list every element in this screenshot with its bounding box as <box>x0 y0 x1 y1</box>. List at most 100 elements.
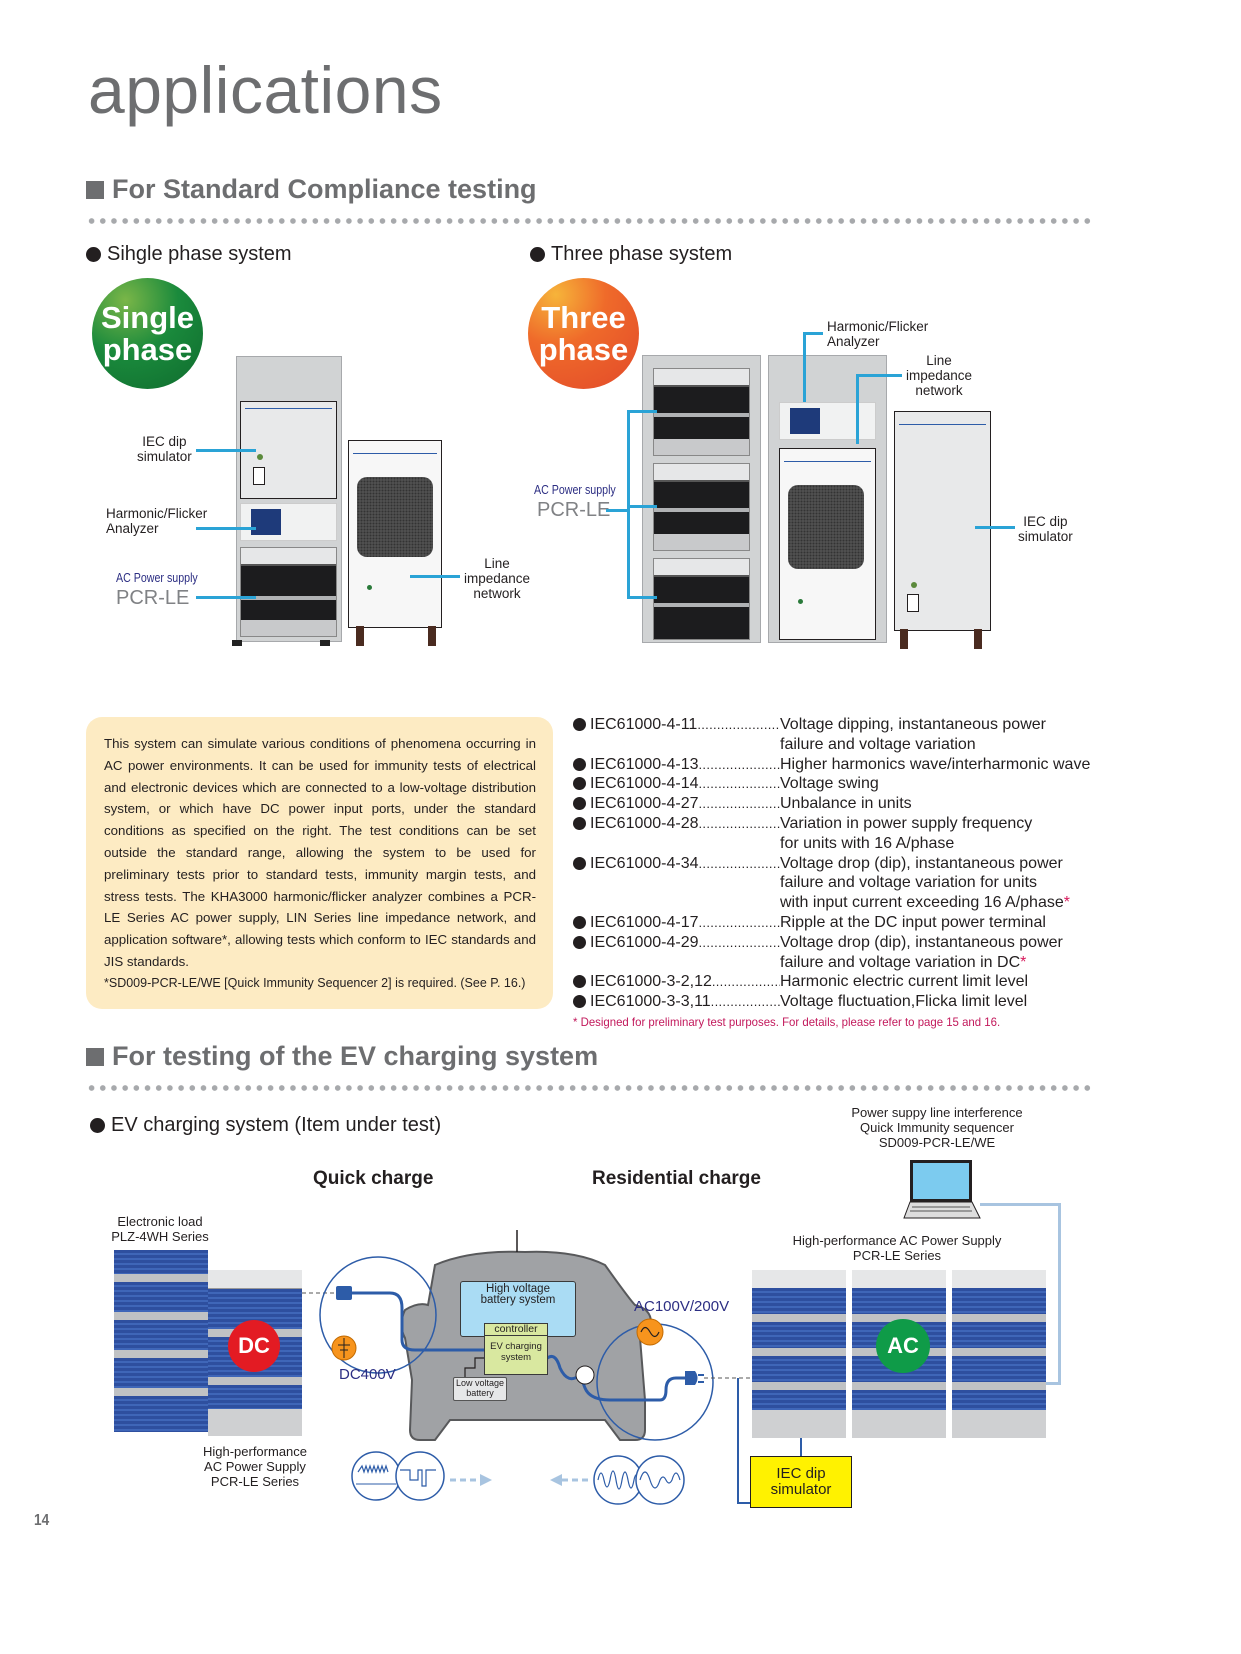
standard-description: Voltage dipping, instantaneous power <box>780 716 1046 733</box>
arrow-left-icon <box>550 1474 562 1486</box>
dc-plug-icon <box>336 1286 352 1300</box>
bullet-icon <box>573 777 586 791</box>
callout-line <box>627 410 630 598</box>
page-title: applications <box>88 53 443 127</box>
label-dc-voltage: DC400V <box>339 1366 396 1383</box>
standard-item-continuation: with input current exceeding 16 A/phase* <box>573 893 1113 913</box>
standard-code: IEC61000-3-2,12 <box>590 972 780 992</box>
standard-item-continuation: failure and voltage variation for units <box>573 873 1113 893</box>
dc-plug-zoom-circle <box>319 1256 437 1374</box>
dc-waveform-icons <box>351 1451 492 1501</box>
standard-item: IEC61000-4-13Higher harmonics wave/inter… <box>573 755 1113 775</box>
standard-description: failure and voltage variation for units <box>780 874 1038 892</box>
section-heading-text: For Standard Compliance testing <box>112 174 537 204</box>
label-residential-charge: Residential charge <box>592 1168 761 1189</box>
standard-description: Ripple at the DC input power terminal <box>780 913 1046 931</box>
callout-line <box>196 449 256 452</box>
standard-description: failure and voltage variation in DC* <box>780 953 1027 971</box>
callout-line <box>856 374 902 377</box>
three-phase-badge: Three phase <box>528 278 639 389</box>
description-box <box>86 717 553 1009</box>
description-note: *SD009-PCR-LE/WE [Quick Immunity Sequenc… <box>104 975 526 990</box>
single-phase-rack <box>236 356 342 642</box>
standard-item: IEC61000-4-17Ripple at the DC input powe… <box>573 913 1113 933</box>
standard-code: IEC61000-4-14 <box>590 774 780 794</box>
bullet-icon <box>530 247 545 262</box>
ac-cable <box>543 1354 685 1402</box>
standard-description: with input current exceeding 16 A/phase* <box>780 894 1070 912</box>
standard-item: IEC61000-4-34Voltage drop (dip), instant… <box>573 854 1113 874</box>
callout-line <box>410 575 460 578</box>
standard-code: IEC61000-4-27 <box>590 794 780 814</box>
subheading-ev-charging-system: EV charging system (Item under test) <box>90 1114 441 1137</box>
badge-line2: phase <box>538 331 629 367</box>
harmonic-analyzer-unit <box>240 503 337 541</box>
standard-description: failure and voltage variation <box>780 735 976 753</box>
square-bullet-icon <box>86 180 104 199</box>
bullet-icon <box>573 915 586 929</box>
iec-dip-simulator-unit <box>240 401 337 499</box>
three-phase-analyzer-rack <box>768 355 887 643</box>
label-pcr-le: PCR-LE <box>537 499 611 521</box>
callout-line <box>627 410 657 413</box>
page-number: 14 <box>34 1512 50 1529</box>
ac-badge: AC <box>876 1319 930 1373</box>
standard-code: IEC61000-4-17 <box>590 913 780 933</box>
single-phase-badge: Single phase <box>92 278 203 389</box>
standard-description: Harmonic electric current limit level <box>780 973 1029 991</box>
standard-item: IEC61000-4-28Variation in power supply f… <box>573 814 1113 834</box>
dotted-divider <box>86 218 1094 224</box>
standard-item-continuation: failure and voltage variation <box>573 735 1113 755</box>
standard-description: Voltage swing <box>780 775 879 793</box>
arrow-right-icon <box>480 1474 492 1486</box>
standard-item: IEC61000-4-11Voltage dipping, instantane… <box>573 715 1113 735</box>
footnote: * Designed for preliminary test purposes… <box>573 1015 1001 1029</box>
label-quick-charge: Quick charge <box>313 1168 434 1189</box>
standards-list: IEC61000-4-11Voltage dipping, instantane… <box>573 715 1113 1012</box>
iec-dip-simulator-unit <box>894 411 991 631</box>
pcr-le-unit <box>653 368 750 456</box>
pcr-le-unit <box>752 1270 846 1438</box>
bullet-icon <box>573 718 586 731</box>
connection-line <box>737 1502 751 1504</box>
label-ac-voltage: AC100V/200V <box>634 1298 730 1315</box>
callout-line <box>803 332 806 402</box>
pcr-le-unit <box>952 1270 1046 1438</box>
label-pcr-le: PCR-LE <box>116 587 190 609</box>
callout-line <box>856 374 859 444</box>
standard-item: IEC61000-4-29Voltage drop (dip), instant… <box>573 933 1113 953</box>
standard-description: Higher harmonics wave/interharmonic wave <box>780 755 1091 773</box>
standard-item: IEC61000-4-14Voltage swing <box>573 774 1113 794</box>
callout-line <box>196 596 256 599</box>
bullet-icon <box>573 935 586 949</box>
connection-line <box>737 1378 739 1504</box>
standard-description: Voltage drop (dip), instantaneous power <box>780 854 1063 872</box>
bullet-icon <box>90 1118 105 1133</box>
bullet-icon <box>573 995 586 1009</box>
bullet-icon <box>573 816 586 830</box>
dc-badge: DC <box>228 1320 280 1372</box>
charging-port-icon <box>575 1365 595 1385</box>
callout-line <box>606 509 628 512</box>
callout-line <box>627 596 657 599</box>
asterisk-mark: * <box>1020 953 1027 971</box>
badge-line2: phase <box>102 331 193 367</box>
callout-line <box>803 332 823 335</box>
waveform-indicators <box>351 1451 685 1505</box>
description-paragraph: This system can simulate various conditi… <box>104 736 536 969</box>
standard-description: Voltage drop (dip), instantaneous power <box>780 933 1063 951</box>
section-heading-ev-charging: For testing of the EV charging system <box>86 1041 598 1072</box>
three-phase-psu-rack <box>642 355 761 643</box>
standard-item-continuation: failure and voltage variation in DC* <box>573 953 1113 973</box>
bullet-icon <box>573 975 586 989</box>
